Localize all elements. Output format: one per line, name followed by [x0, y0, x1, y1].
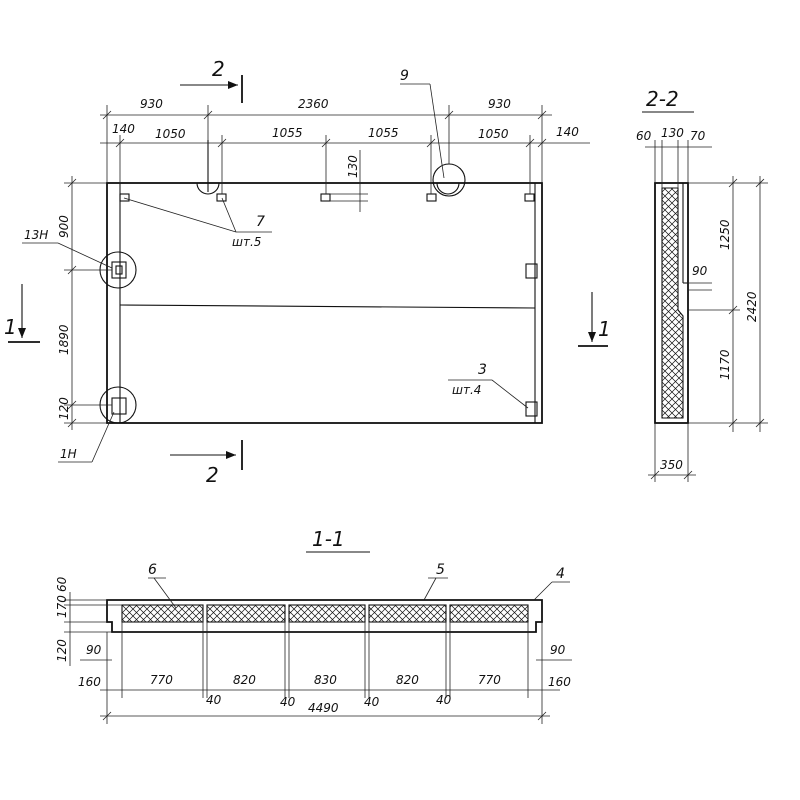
section-1-1-panel-dimension-chain: 160 770 820 830 820 770 160 40 40 40 40 — [78, 622, 571, 724]
callout-4: 4 — [556, 566, 565, 582]
plan-view: 930 2360 930 140 1050 1055 1055 1050 140 — [4, 57, 611, 487]
cut-marker-1-right: 1 — [578, 292, 611, 347]
embedded-part-right-mid — [525, 263, 538, 279]
plan-top-dimension-chain: 930 2360 930 — [100, 97, 552, 183]
dim-2-2-350: 350 — [660, 458, 683, 472]
dim-2-2-70: 70 — [690, 129, 706, 143]
section-2-2: 2-2 60 130 70 1250 1170 2420 90 — [636, 87, 768, 482]
dim-1-1-gap-1: 40 — [206, 693, 222, 707]
plan-left-dimension-chain: 900 1890 120 — [57, 176, 112, 430]
embedded-part-top-row — [119, 193, 535, 202]
dim-2-2-2420: 2420 — [745, 291, 759, 322]
callout-5: 5 — [436, 562, 445, 578]
dim-left-120: 120 — [57, 397, 71, 420]
dim-sub-1055-a: 1055 — [272, 126, 303, 140]
dim-top-930-right: 930 — [488, 97, 511, 111]
callout-3-qty: шт.4 — [452, 383, 481, 397]
callout-6: 6 — [148, 562, 157, 578]
dim-1-1-90-left: 90 — [86, 643, 102, 657]
dim-2-2-1250: 1250 — [718, 219, 732, 250]
callout-13h: 13Н — [24, 228, 48, 242]
dim-sub-140-left: 140 — [112, 122, 135, 136]
svg-text:2: 2 — [212, 57, 225, 81]
dim-2-2-60: 60 — [636, 129, 652, 143]
callout-7: 7 — [256, 214, 265, 230]
plan-sub-dimension-chain: 140 1050 1055 1055 1050 140 — [100, 122, 590, 194]
section-2-2-insulation — [661, 187, 684, 419]
insulation-panel-4 — [368, 604, 447, 623]
cut-marker-1-left: 1 — [4, 284, 40, 343]
callout-7-qty: шт.5 — [232, 235, 261, 249]
insulation-panel-2 — [206, 604, 286, 623]
dim-sub-140-right: 140 — [556, 125, 579, 139]
section-1-1-outline — [106, 599, 543, 633]
dim-top-930-left: 930 — [140, 97, 163, 111]
dim-sub-1055-b: 1055 — [368, 126, 399, 140]
dim-1-1-4490: 4490 — [308, 701, 339, 715]
dim-left-1890: 1890 — [57, 324, 71, 355]
dim-1-1-770-left: 770 — [150, 673, 173, 687]
dim-2-2-130: 130 — [661, 126, 684, 140]
dim-1-1-gap-4: 40 — [436, 693, 452, 707]
dim-1-1-gap-2: 40 — [280, 695, 296, 709]
callout-9: 9 — [400, 68, 409, 84]
dim-1-1-820-right: 820 — [396, 673, 419, 687]
svg-text:1: 1 — [598, 317, 611, 341]
dim-1-1-60: 60 — [55, 576, 69, 592]
dim-2-2-1170: 1170 — [718, 349, 732, 380]
callout-1h: 1Н — [60, 447, 77, 461]
dim-1-1-160-left: 160 — [78, 675, 101, 689]
section-1-1: 1-1 6 5 4 60 170 120 90 90 — [55, 527, 572, 724]
dim-1-1-820-left: 820 — [233, 673, 256, 687]
plan-outline — [106, 182, 543, 424]
dim-1-1-gap-3: 40 — [364, 695, 380, 709]
dim-2-2-90: 90 — [692, 264, 708, 278]
dim-left-900: 900 — [57, 215, 71, 238]
cut-marker-2-bottom: 2 — [170, 440, 243, 487]
insulation-panel-5 — [449, 604, 529, 623]
dim-1-1-170: 170 — [55, 595, 69, 618]
section-1-1-title: 1-1 — [312, 527, 345, 551]
section-2-2-outline — [654, 182, 689, 424]
lifting-loop-left — [196, 182, 220, 195]
embedded-part-right-bottom — [525, 401, 538, 417]
cut-marker-2-top: 2 — [180, 57, 243, 103]
svg-text:1: 1 — [4, 315, 17, 339]
dim-130: 130 — [346, 155, 360, 178]
dim-sub-1050-right: 1050 — [478, 127, 509, 141]
callout-3: 3 — [478, 362, 487, 378]
insulation-panel-1 — [121, 604, 204, 623]
svg-text:2: 2 — [206, 463, 219, 487]
dim-1-1-90-right: 90 — [550, 643, 566, 657]
dim-sub-1050-left: 1050 — [155, 127, 186, 141]
section-2-2-title: 2-2 — [646, 87, 679, 111]
lifting-loop-right-detail — [432, 163, 466, 197]
dim-top-2360: 2360 — [298, 97, 329, 111]
dim-1-1-160-right: 160 — [548, 675, 571, 689]
dim-1-1-830: 830 — [314, 673, 337, 687]
dim-1-1-120: 120 — [55, 639, 69, 662]
plan-mid-line — [119, 304, 536, 309]
insulation-panel-3 — [288, 604, 366, 623]
dim-1-1-770-right: 770 — [478, 673, 501, 687]
